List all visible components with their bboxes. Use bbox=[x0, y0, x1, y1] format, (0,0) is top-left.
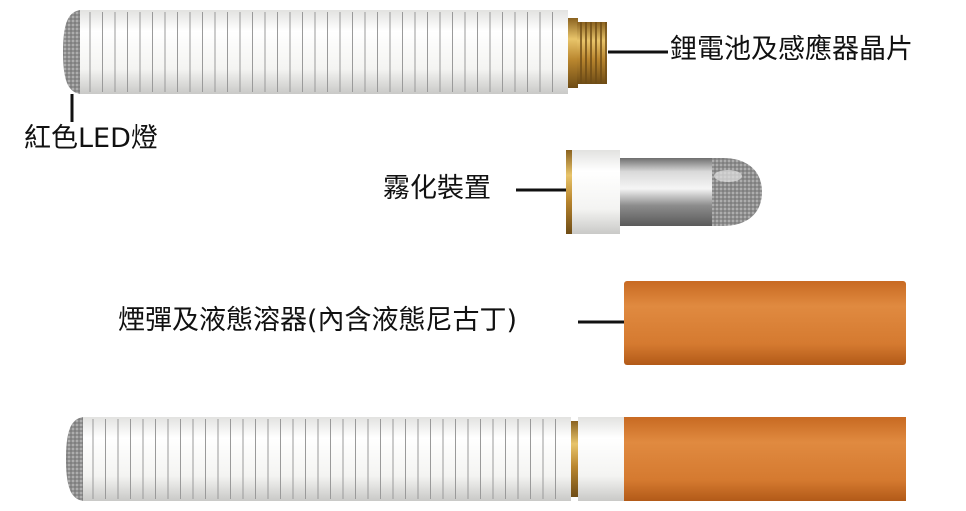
atomizer-label: 霧化裝置 bbox=[383, 173, 491, 204]
led-tip bbox=[63, 10, 80, 94]
battery-part bbox=[63, 10, 668, 122]
atomizer-white-sleeve bbox=[572, 150, 620, 234]
battery-label: 鋰電池及感應器晶片 bbox=[670, 34, 913, 65]
led-label: 紅色LED燈 bbox=[24, 123, 158, 154]
assembled-white-sleeve bbox=[578, 417, 624, 501]
atomizer-chrome-body bbox=[620, 158, 712, 226]
assembled-rings bbox=[92, 419, 556, 499]
battery-body bbox=[80, 10, 568, 94]
cartridge-part bbox=[578, 281, 906, 365]
battery-rings bbox=[89, 12, 553, 92]
assembled-cigarette bbox=[66, 417, 906, 501]
assembled-gold-band bbox=[571, 421, 578, 497]
assembled-led-tip bbox=[66, 417, 83, 501]
assembled-battery bbox=[83, 417, 571, 501]
cartridge-label: 煙彈及液態溶器(內含液態尼古丁) bbox=[118, 305, 518, 336]
atomizer-mesh-tip bbox=[712, 158, 762, 226]
cartridge-body bbox=[624, 281, 906, 365]
atomizer-tip-highlight bbox=[714, 170, 742, 182]
atomizer-part bbox=[516, 150, 762, 234]
thread-connector bbox=[577, 22, 607, 84]
assembled-cartridge bbox=[624, 417, 906, 501]
atomizer-gold-band bbox=[566, 150, 573, 234]
thread-collar bbox=[568, 18, 578, 88]
thread-grooves bbox=[580, 22, 607, 84]
